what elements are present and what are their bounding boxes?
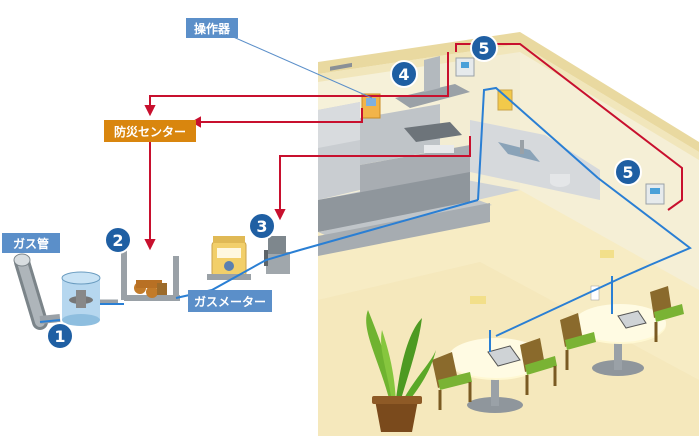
label-gas-pipe: ガス管 <box>2 233 60 253</box>
label-disaster-center: 防災センター <box>104 120 196 142</box>
marker-1-text: 1 <box>54 327 65 346</box>
marker-3-text: 3 <box>256 217 267 236</box>
chair <box>650 286 684 342</box>
label-gas-pipe-text: ガス管 <box>13 236 49 251</box>
marker-1: 1 <box>46 322 74 350</box>
wall-devices <box>361 57 665 205</box>
potted-plant <box>366 310 436 432</box>
marker-2: 2 <box>104 226 132 254</box>
marker-5-top-text: 5 <box>478 39 489 58</box>
gas-line <box>39 86 692 352</box>
gas-supply-equipment <box>13 236 290 330</box>
table-2 <box>574 304 666 376</box>
marker-4-text: 4 <box>398 65 409 84</box>
tabletop-stove <box>487 345 521 367</box>
chair <box>520 338 557 395</box>
tabletop-stove <box>617 310 647 329</box>
label-controller: 操作器 <box>186 18 238 38</box>
kitchen <box>318 56 600 256</box>
signal-lines <box>144 43 683 251</box>
marker-2-text: 2 <box>112 231 123 250</box>
marker-5-right-text: 5 <box>622 163 633 182</box>
controller-pointer <box>221 31 373 99</box>
marker-5-top: 5 <box>470 34 498 62</box>
label-controller-text: 操作器 <box>194 21 231 36</box>
chair <box>432 352 472 410</box>
marker-5-right: 5 <box>614 158 642 186</box>
label-gas-meter: ガスメーター <box>188 290 272 312</box>
label-disaster-center-text: 防災センター <box>114 124 186 139</box>
table-1 <box>448 338 544 413</box>
label-gas-meter-text: ガスメーター <box>194 294 266 309</box>
dining-area <box>432 250 684 413</box>
marker-4: 4 <box>390 60 418 88</box>
chair <box>560 313 596 370</box>
marker-3: 3 <box>248 212 276 240</box>
